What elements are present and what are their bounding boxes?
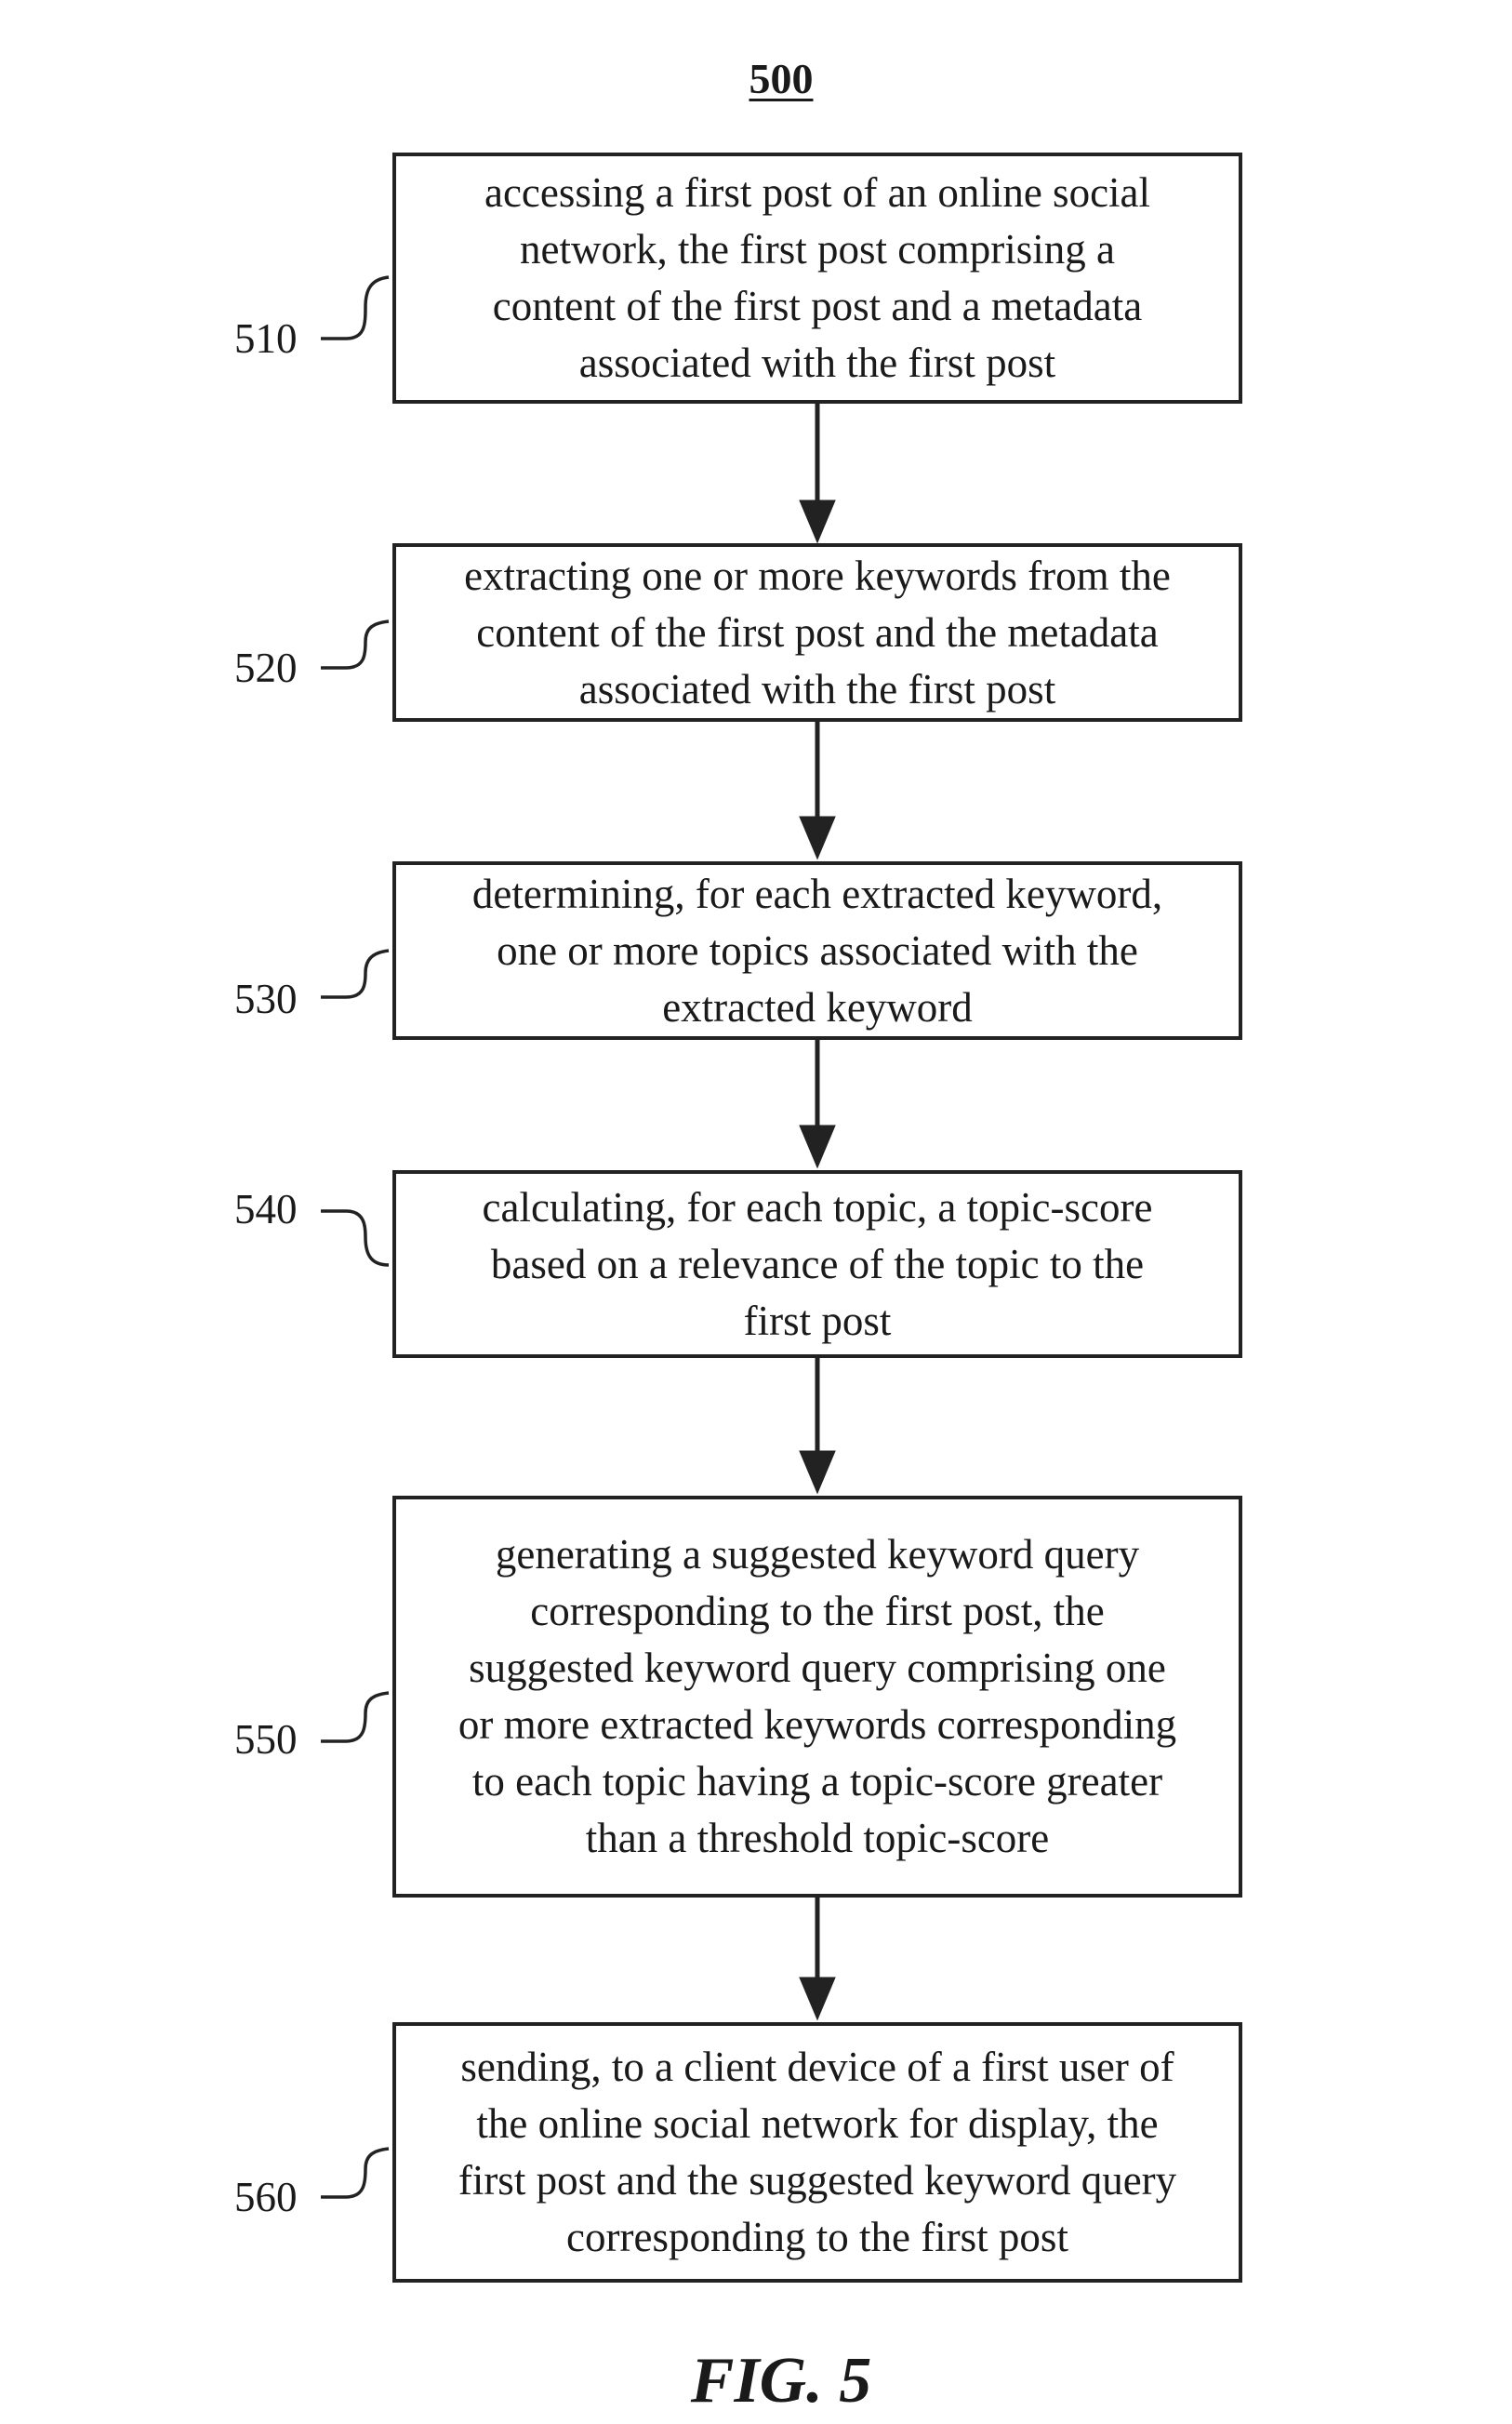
- leader-560: [321, 2149, 389, 2197]
- step-box-560: sending, to a client device of a first u…: [392, 2022, 1242, 2283]
- step-label: 520: [234, 647, 298, 689]
- step-box-540: calculating, for each topic, a topic-sco…: [392, 1170, 1242, 1358]
- step-text: sending, to a client device of a first u…: [458, 2039, 1176, 2266]
- arrowhead-540-550: [802, 1453, 832, 1488]
- figure-number: 500: [0, 54, 1512, 103]
- label-leaders: [321, 277, 389, 2197]
- step-label: 550: [234, 1719, 298, 1761]
- step-text: determining, for each extracted keyword,…: [472, 866, 1162, 1036]
- step-label: 530: [234, 979, 298, 1020]
- step-text: accessing a first post of an online soci…: [484, 165, 1150, 392]
- step-box-550: generating a suggested keyword query cor…: [392, 1496, 1242, 1898]
- leader-510: [321, 277, 389, 339]
- leader-530: [321, 951, 389, 997]
- arrowhead-550-560: [802, 1979, 832, 2015]
- step-text: extracting one or more keywords from the…: [464, 548, 1171, 718]
- step-label: 560: [234, 2177, 298, 2218]
- step-box-520: extracting one or more keywords from the…: [392, 543, 1242, 722]
- figure-caption: FIG. 5: [0, 2344, 1512, 2418]
- step-box-530: determining, for each extracted keyword,…: [392, 861, 1242, 1040]
- step-text: calculating, for each topic, a topic-sco…: [483, 1179, 1153, 1350]
- leader-520: [321, 621, 389, 668]
- arrowhead-510-520: [802, 502, 832, 538]
- leader-550: [321, 1693, 389, 1741]
- step-text: generating a suggested keyword query cor…: [458, 1526, 1176, 1867]
- leader-540: [321, 1211, 389, 1265]
- step-label: 510: [234, 318, 298, 360]
- step-label: 540: [234, 1189, 298, 1231]
- step-box-510: accessing a first post of an online soci…: [392, 153, 1242, 404]
- arrowhead-520-530: [802, 819, 832, 854]
- arrowhead-530-540: [802, 1127, 832, 1163]
